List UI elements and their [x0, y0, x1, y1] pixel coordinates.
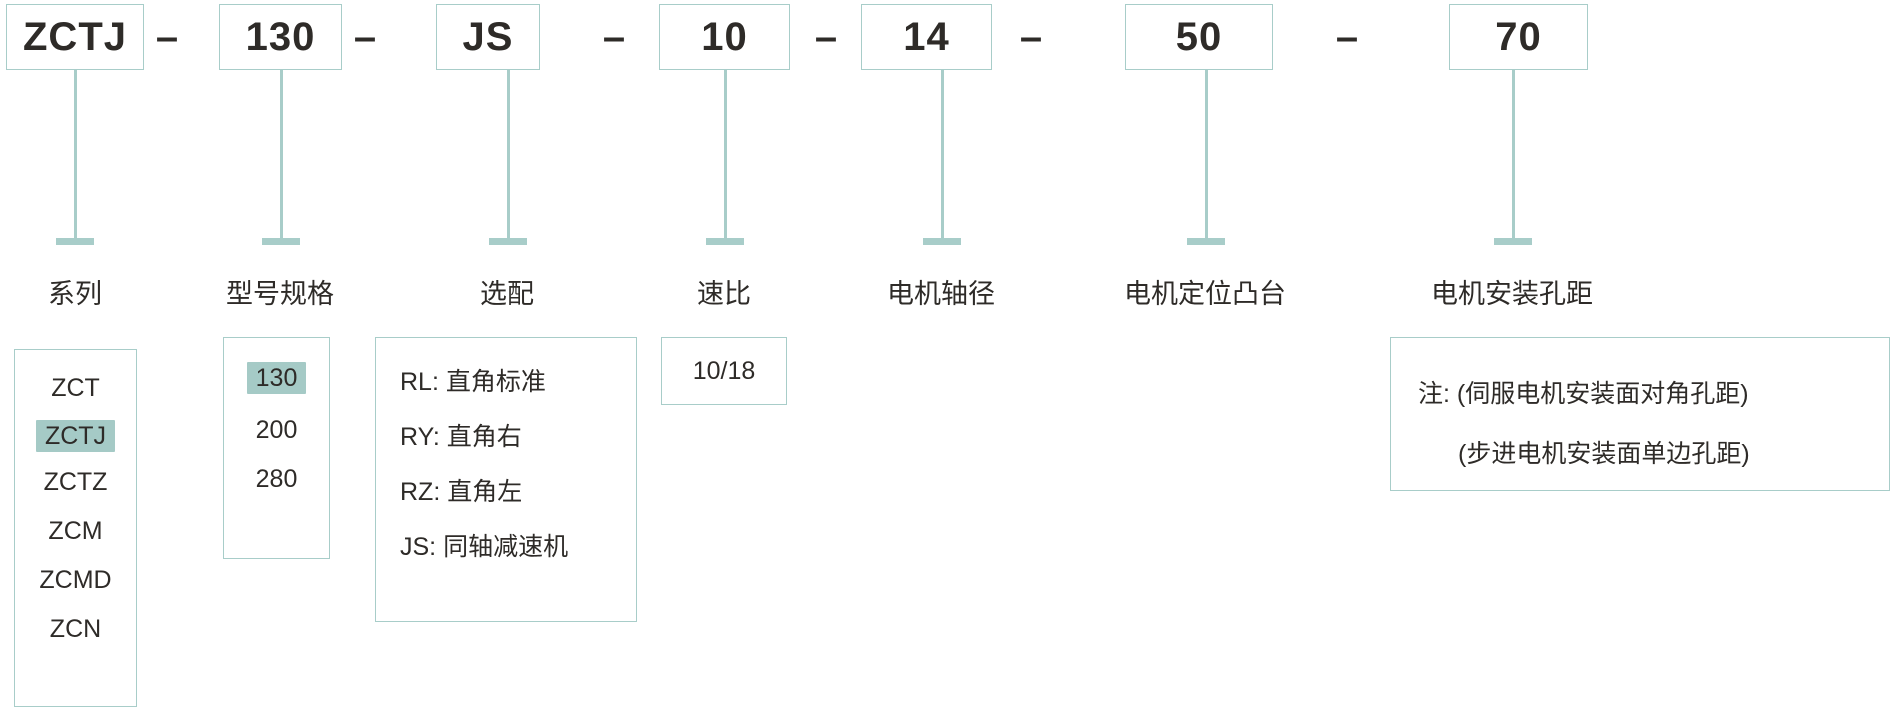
ratio-options-box[interactable]: 10/18 — [661, 337, 787, 405]
code-separator-1: – — [155, 14, 179, 59]
spec-option-label: 130 — [246, 362, 307, 394]
code-box-spec: 130 — [219, 4, 342, 70]
label-mounting-hole-pitch: 电机安装孔距 — [1431, 279, 1593, 309]
note-box: 注: (伺服电机安装面对角孔距) (步进电机安装面单边孔距) — [1390, 337, 1890, 491]
spec-option-label: 200 — [255, 416, 298, 444]
connector-tbar-mounting-hole-pitch — [1494, 238, 1532, 245]
series-option[interactable]: ZCM — [15, 519, 136, 544]
code-box-mounting-hole-pitch: 70 — [1449, 4, 1588, 70]
code-separator-2: – — [353, 14, 377, 59]
label-series: 系列 — [48, 279, 102, 309]
config-option[interactable]: RZ: 直角左 — [400, 480, 636, 505]
config-options-box[interactable]: RL: 直角标准 RY: 直角右 RZ: 直角左 JS: 同轴减速机 — [375, 337, 637, 622]
connector-tbar-option — [489, 238, 527, 245]
connector-tbar-locating-boss — [1187, 238, 1225, 245]
spec-options-box[interactable]: 130 200 280 — [223, 337, 330, 559]
config-option[interactable]: JS: 同轴减速机 — [400, 535, 636, 560]
code-separator-6: – — [1335, 14, 1359, 59]
label-spec: 型号规格 — [226, 279, 334, 309]
spec-option[interactable]: 280 — [224, 467, 329, 492]
connector-tbar-shaft-diameter — [923, 238, 961, 245]
config-option-label: RY: 直角右 — [400, 423, 522, 451]
config-option-label: JS: 同轴减速机 — [400, 533, 569, 561]
connector-line-series — [74, 70, 77, 240]
code-separator-5: – — [1019, 14, 1043, 59]
label-shaft-diameter: 电机轴径 — [887, 279, 995, 309]
series-option-label: ZCMD — [39, 566, 112, 594]
series-option[interactable]: ZCMD — [15, 568, 136, 593]
code-box-series: ZCTJ — [6, 4, 144, 70]
note-line: 注: (伺服电机安装面对角孔距) — [1418, 380, 1749, 408]
series-option-label: ZCN — [49, 615, 102, 643]
code-box-shaft-diameter: 14 — [861, 4, 992, 70]
series-option-selected[interactable]: ZCTJ — [15, 420, 136, 452]
series-option[interactable]: ZCT — [15, 376, 136, 401]
series-option-label: ZCTZ — [43, 468, 108, 496]
spec-option-selected[interactable]: 130 — [224, 362, 329, 394]
code-separator-3: – — [602, 14, 626, 59]
ratio-option-label: 10/18 — [692, 356, 756, 385]
code-separator-4: – — [814, 14, 838, 59]
connector-tbar-ratio — [706, 238, 744, 245]
code-box-locating-boss: 50 — [1125, 4, 1273, 70]
config-option[interactable]: RL: 直角标准 — [400, 370, 636, 395]
label-option: 选配 — [480, 279, 534, 309]
ratio-option[interactable]: 10/18 — [692, 356, 756, 385]
series-option-label: ZCT — [51, 374, 100, 402]
config-option-label: RZ: 直角左 — [400, 478, 523, 506]
note-line: (步进电机安装面单边孔距) — [1458, 440, 1750, 468]
connector-line-mounting-hole-pitch — [1512, 70, 1515, 240]
code-box-ratio: 10 — [659, 4, 790, 70]
config-option-label: RL: 直角标准 — [400, 368, 546, 396]
label-locating-boss: 电机定位凸台 — [1124, 279, 1286, 309]
series-option-label: ZCTJ — [35, 420, 116, 452]
series-option[interactable]: ZCN — [15, 617, 136, 642]
spec-option[interactable]: 200 — [224, 418, 329, 443]
connector-line-locating-boss — [1205, 70, 1208, 240]
connector-tbar-spec — [262, 238, 300, 245]
label-ratio: 速比 — [697, 279, 751, 309]
connector-tbar-series — [56, 238, 94, 245]
connector-line-shaft-diameter — [941, 70, 944, 240]
code-box-option: JS — [436, 4, 540, 70]
connector-line-ratio — [724, 70, 727, 240]
series-option-label: ZCM — [48, 517, 103, 545]
connector-line-option — [507, 70, 510, 240]
series-options-box[interactable]: ZCT ZCTJ ZCTZ ZCM ZCMD ZCN — [14, 349, 137, 707]
connector-line-spec — [280, 70, 283, 240]
spec-option-label: 280 — [255, 465, 298, 493]
series-option[interactable]: ZCTZ — [15, 470, 136, 495]
config-option[interactable]: RY: 直角右 — [400, 425, 636, 450]
